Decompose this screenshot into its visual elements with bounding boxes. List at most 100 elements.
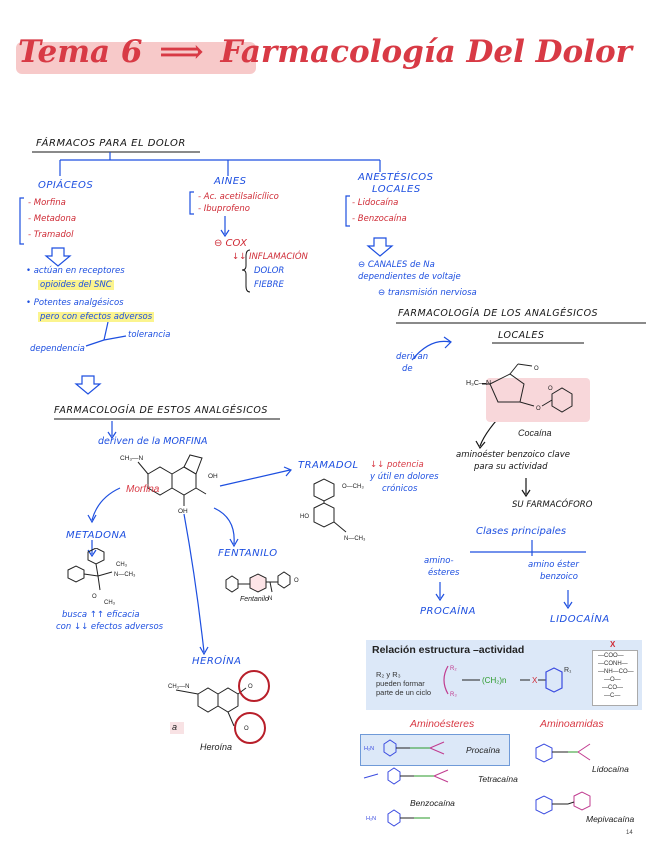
cocaina-caption: Cocaína: [518, 428, 552, 438]
title-arrow-icon: ⟹: [159, 34, 204, 70]
procaina-label: PROCAÍNA: [420, 606, 476, 617]
svg-text:H₂N: H₂N: [364, 746, 374, 752]
mepivacaina-caption: Mepivacaína: [586, 814, 635, 824]
svg-text:CH₃—N: CH₃—N: [120, 455, 144, 462]
svg-text:O: O: [536, 406, 541, 412]
section-main-heading: FÁRMACOS PARA EL DOLOR: [36, 138, 186, 149]
sar-left-2: pueden formar: [376, 679, 425, 688]
sar-x-opt-4: —O—: [604, 677, 621, 683]
svg-text:N: N: [268, 596, 272, 602]
amino-ester-benzoico-2: benzoico: [540, 572, 578, 582]
title-highlight: [16, 42, 256, 74]
svg-text:O: O: [548, 386, 553, 392]
svg-text:CH₃—N: CH₃—N: [168, 684, 189, 690]
sar-title: Relación estructura –actividad: [372, 644, 525, 656]
svg-text:O: O: [244, 726, 249, 732]
fentanilo-label: FENTANILO: [218, 548, 278, 559]
sar-x-opt-1: —COO—: [598, 653, 624, 659]
procaina-caption: Procaína: [466, 745, 501, 755]
tramadol-note-1: ↓↓ potencia: [370, 460, 424, 470]
anestesicos-title: ANESTÉSICOS: [358, 172, 434, 183]
effect-fiebre: FIEBRE: [254, 280, 284, 290]
sar-x-header: X: [610, 640, 616, 649]
sar-x-opt-5: —CO—: [602, 685, 623, 691]
sar-x-opt-6: —C—: [604, 693, 621, 699]
sar-chain: (CH₂)n: [482, 676, 507, 685]
heroina-caption: Heroína: [200, 742, 233, 752]
farmacoforo-label: SU FARMACÓFORO: [512, 500, 593, 510]
tramadol-note-2: y útil en dolores: [370, 472, 439, 482]
effect-dolor: DOLOR: [254, 266, 285, 276]
fentanilo-caption: Fentanilo: [240, 596, 269, 603]
page-title: Tema 6 ⟹ Farmacología Del Dolor: [18, 34, 632, 70]
drug-ibuprofeno: - Ibuprofeno: [198, 204, 250, 214]
page-number: 14: [626, 830, 633, 836]
svg-text:N—CH₃: N—CH₃: [114, 572, 136, 578]
tramadol-note-3: crónicos: [382, 484, 418, 494]
ester-note-1: aminoéster benzoico clave: [456, 450, 570, 460]
benzocaina-caption: Benzocaína: [410, 798, 455, 808]
amino-esters-2: ésteres: [428, 568, 460, 578]
aines-title: AINES: [214, 176, 247, 187]
derivan-label-2: de: [402, 364, 413, 374]
tetracaina-caption: Tetracaína: [478, 774, 518, 784]
drug-lidocaina: - Lidocaína: [352, 198, 399, 208]
sar-left-3: parte de un ciclo: [376, 688, 432, 697]
stray-letter: a: [172, 722, 178, 732]
title-subtitle: Farmacología Del Dolor: [220, 34, 633, 70]
sar-left-1: R₂ y R₃: [376, 670, 401, 679]
drug-acetilsalicilico: - Ac. acetilsalicílico: [198, 192, 279, 202]
cox-label: ⊖ COX: [214, 238, 247, 249]
tramadol-label: TRAMADOL: [298, 460, 359, 471]
title-main: Tema 6: [18, 34, 143, 70]
anestesicos-title-2: LOCALES: [372, 184, 421, 195]
svg-text:O: O: [92, 594, 97, 600]
cocaina-structure: O O O: [482, 363, 573, 413]
metadona-note-2: con ↓↓ efectos adversos: [56, 622, 164, 632]
metadona-label: METADONA: [66, 530, 127, 541]
sar-structure: R₂ R₃: [443, 665, 563, 698]
metadona-note-1: busca ↑↑ eficacia: [62, 610, 140, 620]
anestesicos-note-1: ⊖ CANALES de Na: [358, 260, 435, 270]
stray-tag: [170, 722, 184, 734]
lidocaina-label: LIDOCAÍNA: [550, 614, 610, 625]
svg-text:OH: OH: [208, 473, 218, 480]
drug-metadona: - Metadona: [28, 214, 77, 224]
effect-inflamacion: ↓↓ INFLAMACIÓN: [232, 252, 308, 262]
dependence-label: dependencia: [30, 344, 85, 354]
sar-r1: R₁: [564, 667, 572, 674]
anestesicos-note-2: dependientes de voltaje: [358, 272, 461, 282]
amino-esters-1: amino-: [424, 556, 454, 566]
fentanilo-structure: O N: [225, 571, 299, 602]
opiaceos-note-2: opioides del SNC: [38, 280, 114, 290]
svg-text:H₂N: H₂N: [366, 816, 376, 822]
cocaina-highlight: [486, 378, 590, 422]
morfina-structure: CH₃—N OH OH: [120, 454, 218, 514]
opiaceos-note-1: • actúan en receptores: [26, 266, 125, 276]
sar-x-opt-3: —NH—CO—: [598, 669, 634, 675]
tolerance-label: tolerancia: [128, 330, 171, 340]
drug-tramadol: - Tramadol: [28, 230, 74, 240]
svg-text:O—CH₃: O—CH₃: [342, 484, 364, 490]
ester-structures: H₂N H₂N: [363, 739, 449, 827]
svg-text:O: O: [248, 684, 253, 690]
deriven-morfina: deriven de la MORFINA: [98, 436, 208, 447]
clases-label: Clases principales: [476, 526, 567, 537]
svg-text:O: O: [294, 578, 299, 584]
farmacologia-opioides-title: FARMACOLOGÍA DE ESTOS ANALGÉSICOS: [54, 405, 268, 416]
esteres-title: Aminoésteres: [410, 718, 475, 730]
farmacologia-locales-title-2: LOCALES: [498, 330, 545, 341]
svg-text:R₂: R₂: [450, 666, 457, 672]
lidocaina-caption: Lidocaína: [592, 764, 629, 774]
opiaceos-note-4: pero con efectos adversos: [38, 312, 155, 322]
cocaina-n-label: H₃C—N: [466, 380, 492, 387]
tramadol-structure: HO O—CH₃ N—CH₃: [300, 478, 366, 542]
svg-text:HO: HO: [300, 514, 309, 520]
drug-benzocaina: - Benzocaína: [352, 214, 407, 224]
heroina-label: HEROÍNA: [192, 656, 242, 667]
opiaceos-title: OPIÁCEOS: [38, 180, 94, 191]
amidas-title: Aminoamidas: [540, 718, 604, 730]
svg-text:OH: OH: [178, 508, 188, 514]
amino-ester-benzoico-1: amino éster: [528, 560, 579, 570]
